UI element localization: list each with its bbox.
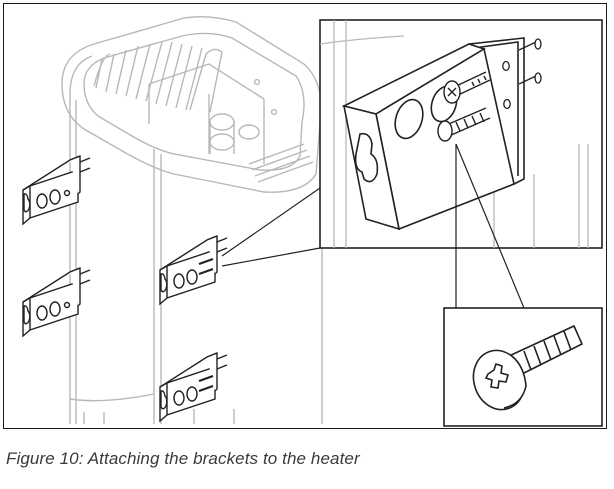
screw-enlarged xyxy=(472,324,584,411)
bracket-loose-lower xyxy=(22,266,91,338)
inset-heater-edge xyxy=(320,20,589,248)
nut-icon xyxy=(518,38,542,85)
screw-lower xyxy=(437,107,491,142)
bracket-mounted-upper xyxy=(159,234,228,306)
screw-upper xyxy=(443,71,491,104)
bracket-mounted-lower xyxy=(159,351,228,423)
assembly-diagram xyxy=(22,15,603,427)
flange-holes xyxy=(502,60,511,110)
figure-frame xyxy=(3,3,607,429)
callout-lines xyxy=(221,143,525,309)
figure-caption: Figure 10: Attaching the brackets to the… xyxy=(6,449,360,468)
heater-body xyxy=(61,15,323,424)
bracket-loose-upper xyxy=(22,154,91,226)
